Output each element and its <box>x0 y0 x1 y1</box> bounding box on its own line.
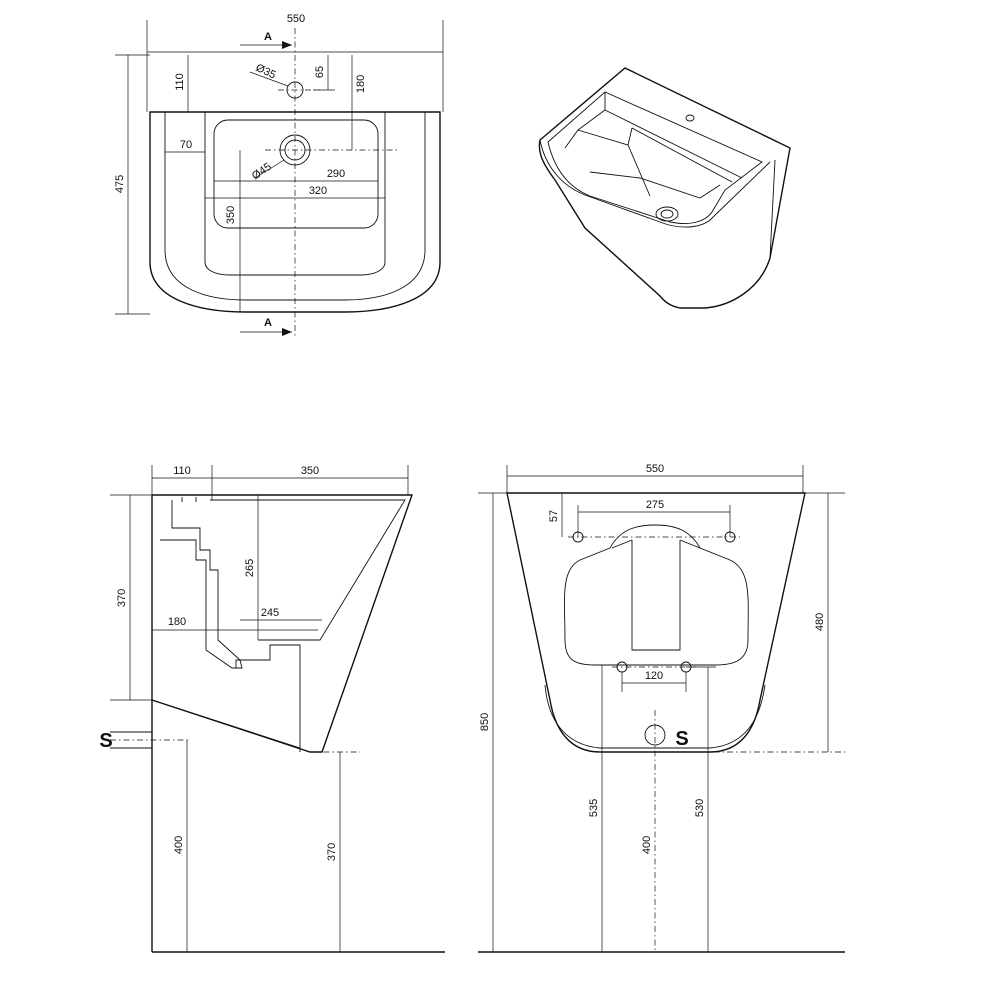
front-height-label: 480 <box>814 613 826 631</box>
iso-inner-wall <box>564 92 743 197</box>
side-view: S 110 350 370 265 245 180 400 370 <box>99 465 445 953</box>
drain-height-label: 265 <box>244 559 256 577</box>
lower-fixing-spacing-label: 120 <box>645 670 663 682</box>
total-height-label: 850 <box>479 713 491 731</box>
side-waste-pipe <box>160 500 243 669</box>
side-basin-outline <box>151 494 413 753</box>
top-depth-label: 475 <box>114 175 126 193</box>
iso-drain-inner-icon <box>660 209 674 219</box>
side-rim-label: 70 <box>180 139 192 151</box>
iso-drain-icon <box>655 206 679 222</box>
side-basin-inner <box>151 499 406 749</box>
bowl-projection-label: 350 <box>301 465 319 477</box>
top-width-label: 550 <box>287 13 305 25</box>
top-view-bowl-inner <box>213 119 379 229</box>
side-overflow <box>181 497 197 502</box>
section-marker-top: A <box>264 31 272 43</box>
iso-front-edge <box>584 227 661 297</box>
iso-outline <box>538 67 791 309</box>
section-marker-bottom: A <box>264 317 272 329</box>
front-outlet-height-label: 400 <box>641 836 653 854</box>
top-view-outline <box>149 111 441 313</box>
front-view: S 550 275 57 480 120 850 535 <box>478 463 848 953</box>
top-tap-offset-label: 110 <box>174 73 186 91</box>
front-width-label: 550 <box>646 463 664 475</box>
bowl-width-label: 320 <box>309 185 327 197</box>
front-back-body <box>564 524 749 666</box>
fixing-from-top-label: 57 <box>548 510 560 522</box>
floor-to-bottom-label: 370 <box>326 843 338 861</box>
tap-hole-diameter-label: Ø35 <box>254 62 278 82</box>
fixing-spacing-label: 275 <box>646 499 664 511</box>
iso-basin-floor <box>589 171 721 199</box>
drain-diameter-label: Ø45 <box>250 161 274 183</box>
drain-offset-label: 245 <box>261 607 279 619</box>
side-height-label: 370 <box>116 589 128 607</box>
lower-fixing-left-height-label: 535 <box>588 799 600 817</box>
bowl-depth-label: 350 <box>225 206 237 224</box>
isometric-view <box>538 67 791 309</box>
side-waste-outlet-label: S <box>99 730 112 752</box>
top-view: 550 475 110 Ø35 65 180 70 Ø45 290 320 35… <box>114 13 444 336</box>
iso-tap-hole-icon <box>685 114 695 122</box>
side-bowl-base <box>235 644 301 752</box>
iso-bowl-edge <box>547 91 763 224</box>
front-waste-outlet-label: S <box>675 728 688 750</box>
bowl-inner-width-label: 290 <box>327 168 345 180</box>
tap-from-top-label: 65 <box>314 66 326 78</box>
side-outlet-height-label: 400 <box>173 836 185 854</box>
wall-projection-label: 110 <box>173 465 191 477</box>
drain-from-top-label: 180 <box>355 75 367 93</box>
waste-offset-label: 180 <box>168 616 186 628</box>
iso-rim <box>539 139 771 228</box>
front-inner-face <box>544 684 766 749</box>
front-centre-panel <box>611 539 701 651</box>
lower-fixing-right-height-label: 530 <box>694 799 706 817</box>
iso-back-edge <box>769 159 776 259</box>
